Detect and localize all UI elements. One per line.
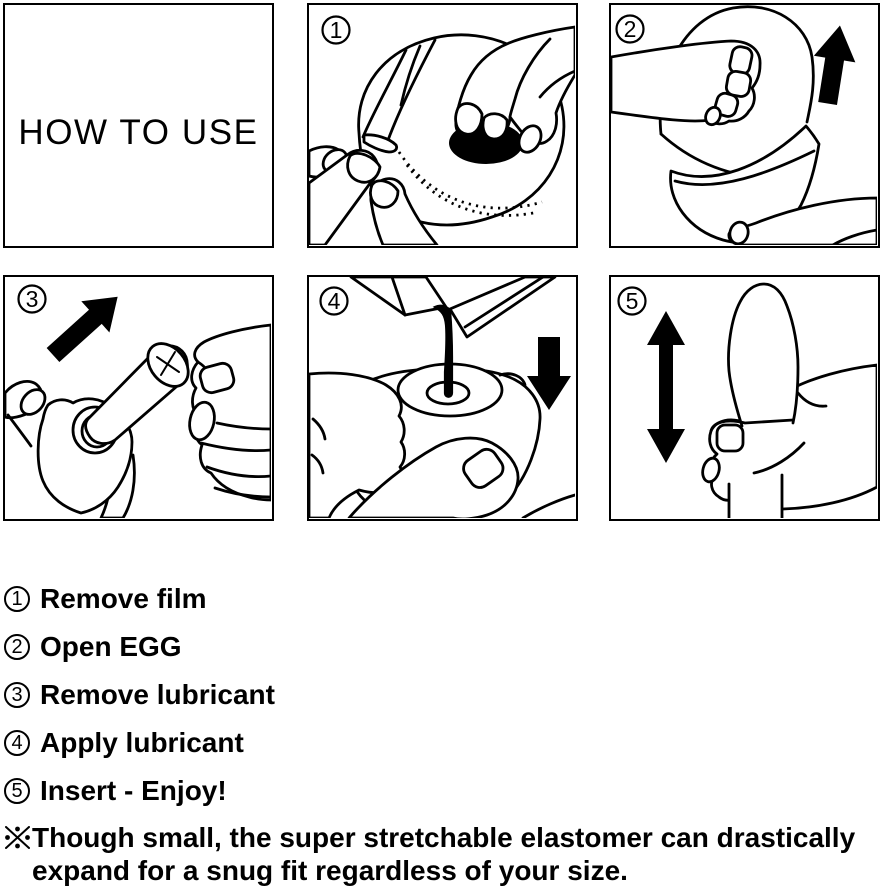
- svg-text:2: 2: [624, 16, 637, 42]
- svg-text:3: 3: [26, 286, 39, 312]
- svg-text:4: 4: [328, 288, 341, 314]
- svg-text:1: 1: [330, 17, 343, 43]
- svg-text:5: 5: [626, 288, 639, 314]
